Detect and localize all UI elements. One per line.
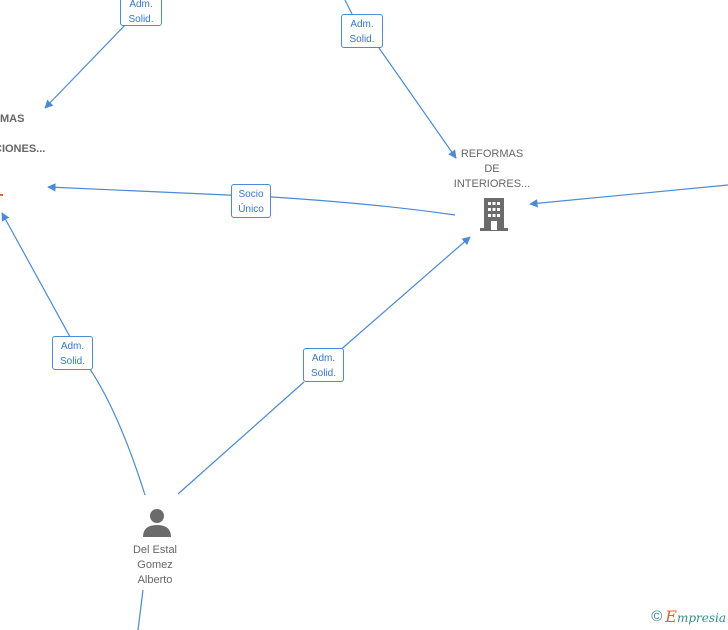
edge-label-line: Socio	[238, 189, 264, 200]
edge-line-right	[529, 184, 728, 208]
node-label-line: Alberto	[137, 574, 173, 586]
empresia-watermark: © Empresia	[651, 607, 726, 626]
edge-label-line: Solid.	[349, 34, 375, 45]
edge-label-top-left[interactable]: Adm. Solid.	[120, 0, 162, 26]
edge-label-line: Adm.	[350, 19, 374, 30]
edge-label-top-center[interactable]: Adm. Solid.	[341, 14, 383, 48]
edge-label-line: Solid.	[310, 368, 336, 379]
edge-line-top-center	[344, 0, 456, 158]
brand-initial: E	[665, 607, 677, 626]
edge-line-socio-unico	[47, 183, 456, 216]
edge-label-person-to-left[interactable]: Adm. Solid.	[52, 336, 93, 370]
node-label-line: Gomez	[137, 559, 173, 571]
building-icon[interactable]	[478, 196, 510, 232]
edge-label-line: Adm.	[60, 341, 85, 352]
edge-line-bottom	[137, 589, 144, 630]
node-label-line: DE	[484, 163, 500, 175]
company-reformas-label[interactable]: REFORMAS DE INTERIORES...	[447, 147, 537, 192]
edge-label-person-to-reformas[interactable]: Adm. Solid.	[303, 348, 344, 382]
edge-label-line: Solid.	[59, 356, 85, 367]
edge-line-person-to-reformas	[177, 237, 470, 495]
node-label-line: Del Estal	[132, 544, 178, 556]
person-del-estal-label[interactable]: Del Estal Gomez Alberto	[115, 543, 195, 588]
edge-label-line: Adm.	[129, 0, 153, 10]
edge-label-line: Único	[238, 204, 264, 215]
company-left-marker	[0, 194, 3, 196]
copyright-icon: ©	[651, 608, 663, 625]
person-icon[interactable]	[141, 507, 173, 539]
edge-label-line: Adm.	[311, 353, 336, 364]
company-left-label-line2[interactable]: CIONES...	[0, 143, 46, 155]
brand-rest: mpresia	[676, 611, 726, 625]
edge-line-top-left	[44, 21, 129, 109]
edge-label-line: Solid.	[128, 14, 154, 25]
node-label-line: INTERIORES...	[453, 178, 531, 190]
brand-name: Empresia	[665, 607, 726, 626]
company-left-label-line1[interactable]: MAS	[0, 113, 25, 125]
node-label-line: REFORMAS	[460, 148, 524, 160]
edge-label-socio-unico[interactable]: Socio Único	[231, 184, 271, 218]
